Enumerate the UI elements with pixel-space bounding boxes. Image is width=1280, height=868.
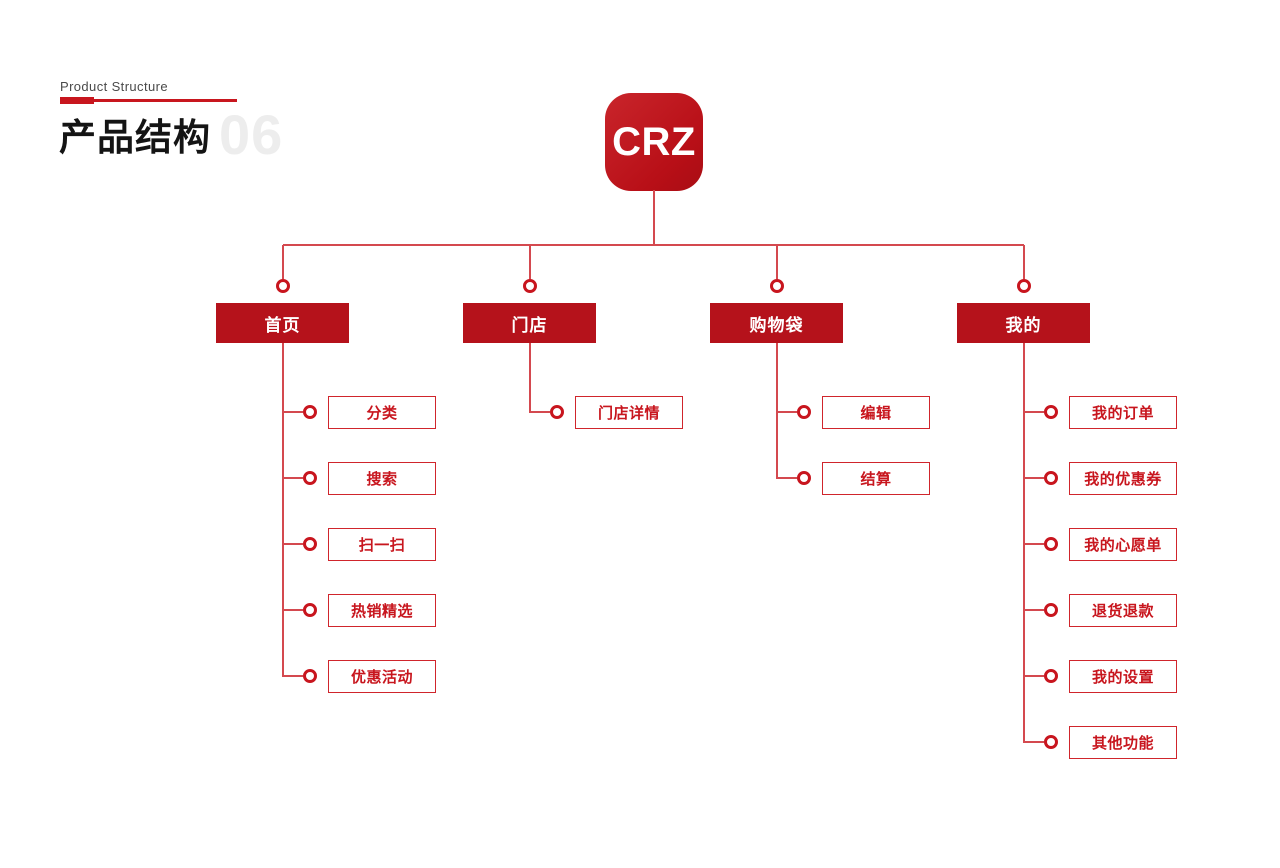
- leaf-mine-refunds: 退货退款: [1069, 594, 1177, 627]
- connector-leaf-stub: [777, 477, 797, 479]
- node-store: 门店: [463, 303, 596, 343]
- leaf-home-search: 搜索: [328, 462, 436, 495]
- leaf-ring: [1044, 537, 1058, 551]
- leaf-ring: [1044, 471, 1058, 485]
- connector-leaf-stub: [1024, 609, 1044, 611]
- leaf-store-details: 门店详情: [575, 396, 683, 429]
- title-row: 产品结构 06: [59, 103, 284, 166]
- leaf-home-category: 分类: [328, 396, 436, 429]
- crz-app-logo: CRZ: [605, 93, 703, 191]
- leaf-ring: [1044, 405, 1058, 419]
- connector-branch-stub: [1023, 245, 1025, 279]
- connector-horizontal-bar: [283, 244, 1024, 246]
- connector-leaf-stub: [283, 543, 303, 545]
- title-underline: [60, 97, 237, 104]
- connector-leaf-stub: [1024, 411, 1044, 413]
- connector-leaf-stub: [283, 477, 303, 479]
- connector-leaf-stub: [1024, 741, 1044, 743]
- leaf-ring: [303, 669, 317, 683]
- node-home: 首页: [216, 303, 349, 343]
- leaf-mine-settings: 我的设置: [1069, 660, 1177, 693]
- leaf-ring: [1044, 669, 1058, 683]
- connector-leaf-stub: [777, 411, 797, 413]
- branch-ring: [276, 279, 290, 293]
- leaf-ring: [1044, 603, 1058, 617]
- leaf-bag-checkout: 结算: [822, 462, 930, 495]
- branch-ring: [523, 279, 537, 293]
- connector-leaf-stub: [530, 411, 550, 413]
- connector-branch-stub: [776, 245, 778, 279]
- title-underline-block: [60, 97, 94, 104]
- leaf-ring: [303, 405, 317, 419]
- page-number: 06: [219, 103, 284, 166]
- leaf-mine-other: 其他功能: [1069, 726, 1177, 759]
- branch-ring: [770, 279, 784, 293]
- connector-store-vertical: [529, 343, 531, 413]
- connector-leaf-stub: [283, 609, 303, 611]
- eyebrow-label: Product Structure: [60, 79, 168, 94]
- connector-leaf-stub: [1024, 543, 1044, 545]
- leaf-home-scan: 扫一扫: [328, 528, 436, 561]
- connector-leaf-stub: [283, 675, 303, 677]
- connector-branch-stub: [282, 245, 284, 279]
- leaf-bag-edit: 编辑: [822, 396, 930, 429]
- title-underline-line: [94, 99, 237, 102]
- leaf-home-promotions: 优惠活动: [328, 660, 436, 693]
- connector-home-vertical: [282, 343, 284, 677]
- branch-ring: [1017, 279, 1031, 293]
- leaf-mine-coupons: 我的优惠券: [1069, 462, 1177, 495]
- leaf-ring: [550, 405, 564, 419]
- leaf-mine-orders: 我的订单: [1069, 396, 1177, 429]
- connector-leaf-stub: [283, 411, 303, 413]
- node-mine: 我的: [957, 303, 1090, 343]
- leaf-ring: [303, 603, 317, 617]
- crz-logo-text: CRZ: [612, 119, 696, 164]
- leaf-home-hot-picks: 热销精选: [328, 594, 436, 627]
- leaf-ring: [303, 537, 317, 551]
- connector-root-vertical: [653, 190, 655, 245]
- node-shopping-bag: 购物袋: [710, 303, 843, 343]
- connector-leaf-stub: [1024, 675, 1044, 677]
- connector-branch-stub: [529, 245, 531, 279]
- leaf-ring: [797, 471, 811, 485]
- leaf-ring: [1044, 735, 1058, 749]
- connector-leaf-stub: [1024, 477, 1044, 479]
- leaf-ring: [303, 471, 317, 485]
- leaf-mine-wishlist: 我的心愿单: [1069, 528, 1177, 561]
- page-title: 产品结构: [59, 116, 211, 158]
- leaf-ring: [797, 405, 811, 419]
